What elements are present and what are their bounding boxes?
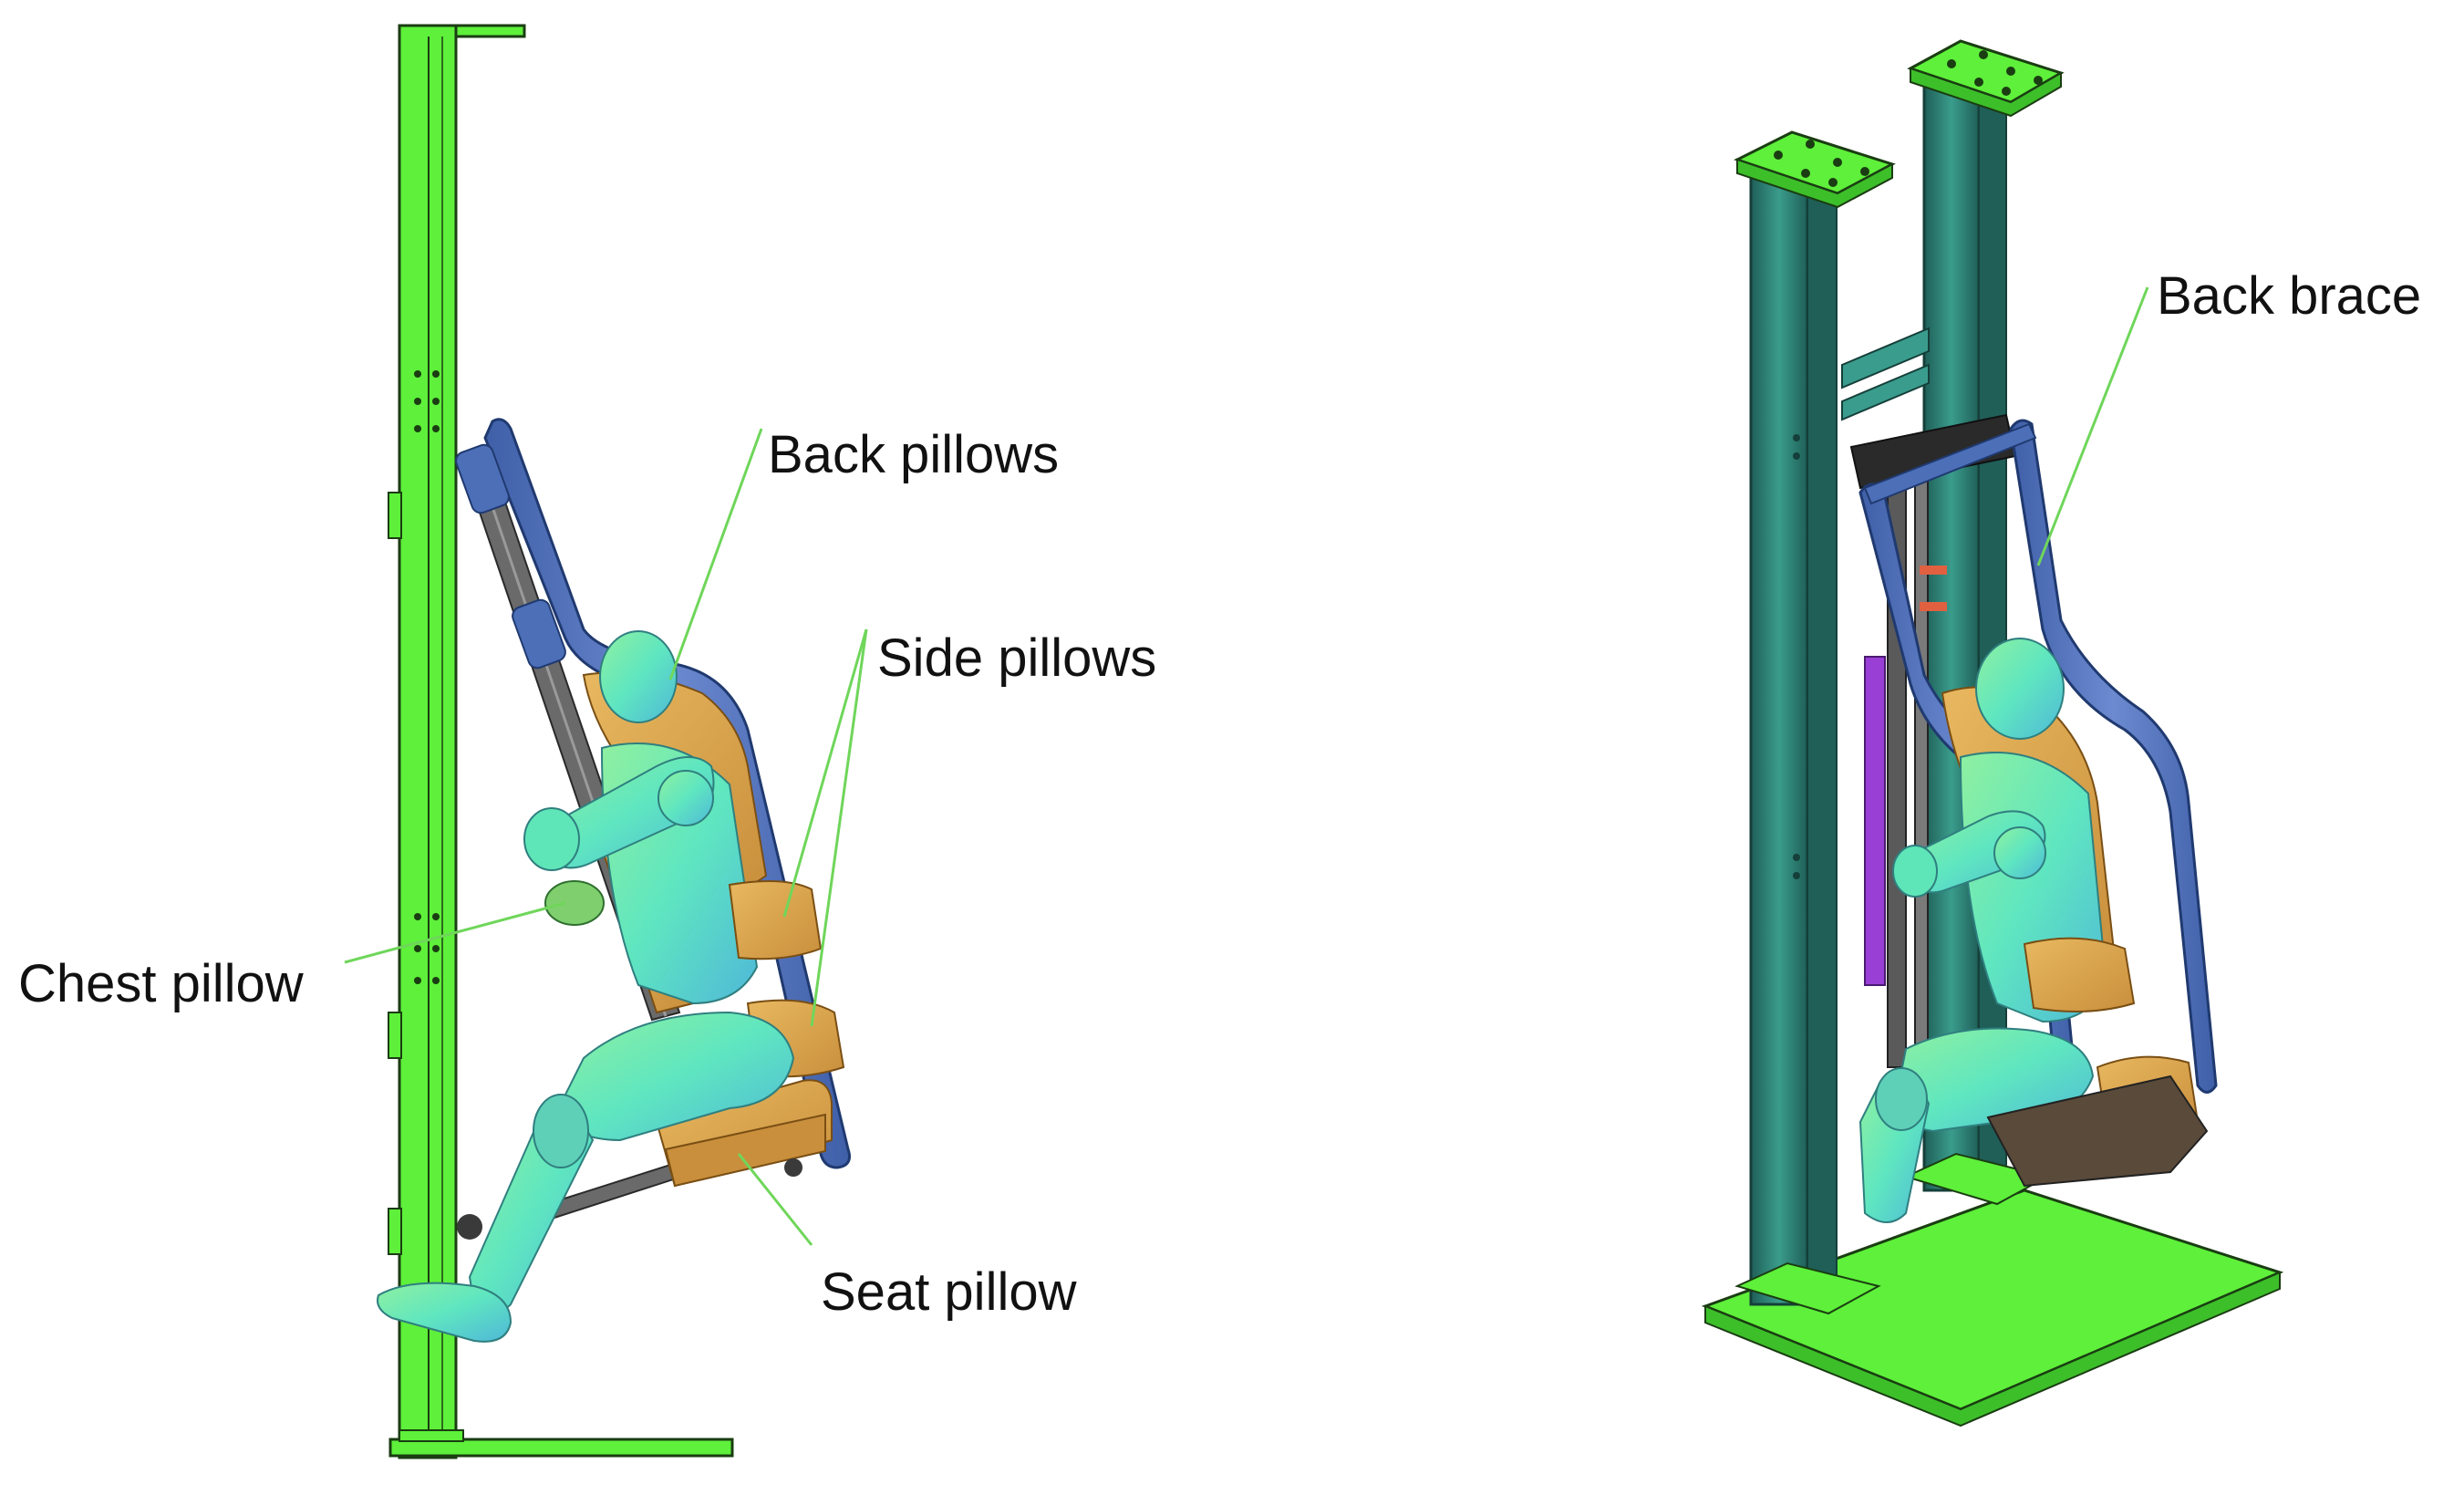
label-back-pillows: Back pillows bbox=[768, 425, 1060, 484]
label-side-pillows: Side pillows bbox=[877, 628, 1157, 688]
label-chest-pillow: Chest pillow bbox=[18, 954, 304, 1013]
leader-back-brace bbox=[2036, 286, 2149, 566]
base-plate bbox=[388, 1438, 734, 1458]
dummy-foot bbox=[377, 1282, 512, 1343]
side-view bbox=[377, 24, 851, 1459]
leader-lines bbox=[344, 286, 2149, 1246]
leader-chest-pillow bbox=[344, 901, 566, 964]
isometric-view bbox=[1701, 39, 2284, 1428]
dummy-head bbox=[599, 630, 678, 723]
iso-back-brace bbox=[2009, 419, 2218, 1094]
chest-pillow bbox=[544, 880, 605, 926]
leader-seat-pillow bbox=[737, 1153, 813, 1246]
dummy-thigh bbox=[559, 1011, 795, 1142]
label-seat-pillow: Seat pillow bbox=[821, 1262, 1077, 1322]
iso-column-rear bbox=[1922, 67, 1981, 1192]
label-back-brace: Back brace bbox=[2157, 266, 2422, 326]
leader-side-pillows-2 bbox=[810, 628, 868, 1027]
leader-back-pillows bbox=[668, 428, 763, 680]
iso-cylinder bbox=[1864, 656, 1886, 986]
side-pillow-upper bbox=[728, 880, 823, 960]
iso-column-front bbox=[1749, 158, 1809, 1306]
leader-side-pillows-1 bbox=[782, 628, 868, 918]
bolt-holes bbox=[414, 370, 440, 984]
